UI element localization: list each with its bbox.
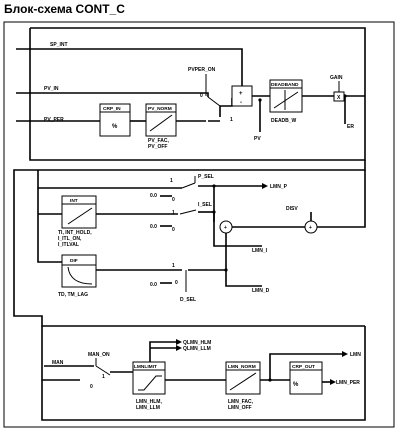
- pv-in-line: [16, 92, 209, 97]
- disv-sum-plus: +: [309, 225, 312, 231]
- p-sel-label: P_SEL: [198, 174, 214, 180]
- pv-norm-label: PV_NORM: [148, 106, 172, 112]
- int-params2: I_ITL_ON,: [58, 236, 82, 242]
- d-zero-value: 0.0: [150, 282, 157, 288]
- crp-in-label: CRP_IN: [103, 106, 121, 112]
- lmnlimit-block: [132, 361, 166, 395]
- lmn-p-label: LMN_P: [270, 184, 288, 190]
- dif-params: TD, TM_LAG: [58, 292, 88, 298]
- man-on-1: 1: [102, 374, 105, 380]
- dif-label: DIF: [70, 258, 78, 264]
- er-label: ER: [347, 124, 354, 130]
- dif-decay-icon: [67, 266, 93, 285]
- top-section-border: [29, 27, 366, 161]
- man-on-switch: [95, 365, 111, 376]
- pv-per-label: PV_PER: [44, 117, 64, 123]
- i-sel-0: 0: [172, 227, 175, 233]
- d-sel-1: 1: [172, 263, 175, 269]
- sum-plus: +: [239, 91, 243, 97]
- deadband-label: DEADBAND: [271, 82, 299, 88]
- gain-multiplier-x: X: [337, 95, 341, 101]
- gain-label: GAIN: [330, 75, 343, 81]
- lmnlimit-params2: LMN_LLM: [136, 405, 160, 411]
- lmn-norm-params: LMN_FAC,: [228, 399, 254, 405]
- pv-norm-params: PV_FAC,: [148, 138, 169, 144]
- lmn-label: LMN: [350, 352, 361, 358]
- qlmn-hlm-label: QLMN_HLM: [183, 340, 211, 346]
- lmnlimit-label: LMNLIMIT: [134, 364, 157, 370]
- man-on-label: MAN_ON: [88, 352, 110, 358]
- sp-int-line: [16, 48, 243, 86]
- d-sel-label: D_SEL: [180, 297, 196, 303]
- lmn-i-label: LMN_I: [252, 248, 268, 254]
- i-sel-label: I_SEL: [198, 202, 212, 208]
- lmn-per-label: LMN_PER: [336, 380, 360, 386]
- diagram-frame: [3, 21, 395, 428]
- lmn-norm-ramp-icon: [229, 372, 257, 391]
- sp-int-label: SP_INT: [50, 42, 68, 48]
- qlmn-llm-label: QLMN_LLM: [183, 346, 211, 352]
- int-label: INT: [70, 198, 78, 204]
- pvper-on-1: 1: [230, 117, 233, 123]
- crp-out-label: CRP_OUT: [292, 364, 315, 370]
- int-params3: I_ITLVAL: [58, 242, 79, 248]
- i-sel-switch: [179, 209, 197, 215]
- pid-sum-plus: +: [224, 225, 227, 231]
- sum-minus: -: [240, 100, 242, 106]
- pvper-on-label: PVPER_ON: [188, 67, 216, 73]
- pv-norm-params2: PV_OFF: [148, 144, 167, 150]
- man-label: MAN: [52, 360, 64, 366]
- d-sel-0: 0: [175, 280, 178, 286]
- pv-in-label: PV_IN: [44, 86, 59, 92]
- int-block: [61, 195, 97, 229]
- p-zero-value: 0.0: [150, 193, 157, 199]
- lmn-d-label: LMN_D: [252, 288, 270, 294]
- lmn-norm-params2: LMN_OFF: [228, 405, 252, 411]
- crp-out-percent: %: [293, 382, 299, 388]
- p-sel-switch: [181, 182, 196, 189]
- i-zero-value: 0.0: [150, 224, 157, 230]
- int-params: TI, INT_HOLD,: [58, 230, 92, 236]
- man-on-0: 0: [90, 384, 93, 390]
- page-title: Блок-схема CONT_C: [4, 2, 125, 16]
- pvper-switch-contact: [207, 96, 221, 107]
- bottom-section-border: [41, 326, 366, 421]
- lmnlimit-params: LMN_HLM,: [136, 399, 162, 405]
- lmn-norm-label: LMN_NORM: [228, 364, 256, 370]
- pvper-on-0: 0: [200, 93, 203, 99]
- pv-output-label: PV: [254, 136, 261, 142]
- deadb-w-label: DEADB_W: [271, 118, 297, 124]
- crp-out-block: [289, 361, 323, 395]
- deadband-curve-icon: [273, 91, 299, 109]
- i-sel-1: 1: [172, 210, 175, 216]
- crp-in-percent: %: [112, 124, 118, 130]
- disv-label: DISV: [286, 206, 298, 212]
- p-sel-0: 0: [172, 197, 175, 203]
- p-sel-1: 1: [170, 178, 173, 184]
- pv-norm-ramp-icon: [149, 114, 173, 132]
- int-ramp-icon: [67, 207, 93, 225]
- crp-in-block: [99, 103, 131, 137]
- lmnlimit-curve-icon: [138, 375, 162, 391]
